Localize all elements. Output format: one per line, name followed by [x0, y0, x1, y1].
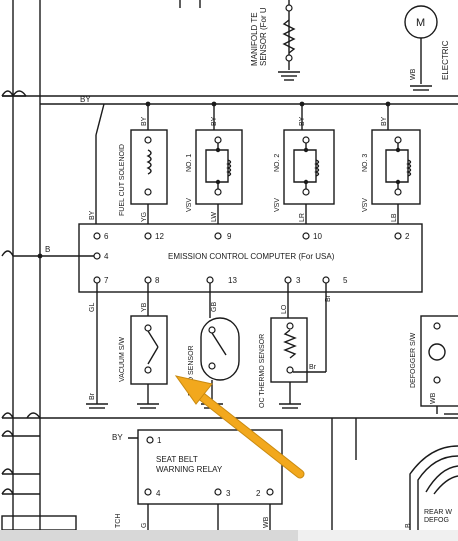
ecu-pin-7: 7 [104, 276, 109, 285]
orange-arrow-icon [174, 375, 305, 479]
wire-by-fuel: BY [141, 116, 148, 126]
wire-yg: YG [141, 212, 148, 222]
wire-lo: LO [281, 304, 288, 314]
vsv-no1: NO. 1 VSV BY LW [186, 104, 243, 234]
rear-window-defogger: REAR W DEFOG B [405, 445, 458, 530]
vsv-no3: NO. 3 VSV BY LB [362, 104, 421, 234]
tch-label: TCH [115, 514, 122, 528]
thermo-sensor-label: OC THERMO SENSOR [259, 334, 266, 408]
wire-br-5: Br [325, 294, 332, 302]
wire-by-vsv2: BY [299, 116, 306, 126]
wire-lr: LR [299, 213, 306, 222]
thermo-sensor: OC THERMO SENSOR LO Br Br [259, 283, 332, 409]
wire-wb-defog: WB [430, 392, 437, 404]
ecu-title: EMISSION CONTROL COMPUTER (For USA) [168, 252, 335, 261]
ecu-pin-10: 10 [313, 232, 322, 241]
vacuum-switch: VACUUM S/W YB [119, 283, 168, 409]
relay-pin-4: 4 [156, 489, 161, 498]
vsv3-vsv: VSV [362, 198, 369, 212]
wire-yb: YB [141, 302, 148, 312]
vacuum-sw-label: VACUUM S/W [119, 337, 126, 382]
ecu-pin-2: 2 [405, 232, 410, 241]
defogger-label: DEFOGGER S/W [410, 332, 417, 388]
wire-b: B [1, 245, 94, 259]
vsv1-vsv: VSV [186, 198, 193, 212]
ecu-pin-6: 6 [104, 232, 109, 241]
manifold-label-2: SENSOR (For U [259, 7, 268, 66]
vsv2-no: NO. 2 [274, 154, 281, 172]
left-bus-lines [1, 0, 41, 530]
relay-pin-2: 2 [256, 489, 261, 498]
wire-by-label-top: BY [80, 95, 91, 104]
vsv3-no: NO. 3 [362, 154, 369, 172]
wire-by-vsv3: BY [381, 116, 388, 126]
electric-motor: M WB ELECTRIC [404, 5, 450, 91]
wire-b-label: B [45, 245, 50, 254]
wire-by-relay: BY [112, 433, 123, 442]
seat-belt-relay: BY 1 SEAT BELT WARNING RELAY 4 3 2 G WB … [112, 429, 283, 530]
ecu-pin-8: 8 [155, 276, 160, 285]
wire-wb-relay: WB [263, 516, 270, 528]
ecu-pin-3: 3 [296, 276, 301, 285]
ecu-pin-12: 12 [155, 232, 164, 241]
wire-gl: GL Br [86, 283, 108, 409]
defog-label: DEFOG [424, 517, 449, 524]
manifold-sensor: MANIFOLD TE SENSOR (For U [179, 0, 300, 81]
emission-control-computer: EMISSION CONTROL COMPUTER (For USA) 6 12… [78, 223, 423, 293]
fuel-cut-solenoid: FUEL CUT SOLENOID BY YG [119, 104, 168, 234]
wire-g: G [141, 523, 148, 528]
seat-belt-2: WARNING RELAY [156, 465, 223, 474]
relay-pin-3: 3 [226, 489, 231, 498]
wire-wb-top: WB [410, 68, 417, 80]
ecu-pin-13: 13 [228, 276, 237, 285]
wire-lb: LB [391, 213, 398, 222]
manifold-label: MANIFOLD TE [250, 12, 259, 66]
wire-by-label-6: BY [89, 210, 96, 220]
ecu-pin-4: 4 [104, 252, 109, 261]
vsv1-no: NO. 1 [186, 154, 193, 172]
wire-gb: GB [211, 302, 218, 312]
rear-w-label: REAR W [424, 509, 452, 516]
defogger-switch: DEFOGGER S/W WB [410, 315, 458, 415]
ecu-pin-9: 9 [227, 232, 232, 241]
wire-b-rear: B [405, 523, 412, 528]
electric-label: ELECTRIC [441, 40, 450, 80]
motor-label: M [416, 17, 425, 29]
wire-gl-label: GL [89, 303, 96, 312]
speed-sensor: PEED SENSOR GB [188, 283, 240, 409]
wire-by-vsv1: BY [211, 116, 218, 126]
wire-lw: LW [211, 212, 218, 222]
wire-br-thermo: Br [309, 364, 317, 371]
vsv2-vsv: VSV [274, 198, 281, 212]
ecu-pin-5: 5 [343, 276, 348, 285]
scrollbar-thumb[interactable] [0, 530, 298, 541]
speed-sensor-label: PEED SENSOR [188, 345, 195, 396]
horizontal-scrollbar[interactable] [0, 530, 458, 541]
seat-belt-1: SEAT BELT [156, 455, 198, 464]
relay-pin-1: 1 [157, 436, 162, 445]
fuel-cut-label: FUEL CUT SOLENOID [119, 144, 126, 216]
wire-br-gl: Br [89, 392, 96, 400]
vsv-no2: NO. 2 VSV BY LR [274, 104, 335, 234]
